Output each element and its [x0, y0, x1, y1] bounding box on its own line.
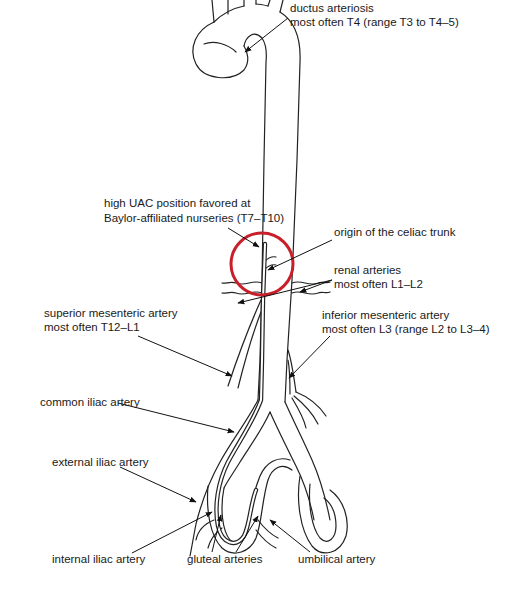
annotation-label: renal arteries — [334, 264, 401, 277]
leader-arrow — [138, 336, 232, 376]
leader-arrow — [228, 228, 259, 247]
catheter — [216, 244, 265, 543]
superior-mesenteric-artery — [238, 312, 261, 388]
annotation-label: high UAC position favored at — [104, 197, 250, 210]
leader-arrow — [132, 512, 212, 553]
common-iliac-artery — [224, 412, 270, 488]
annotation-label: most often L1–L2 — [334, 278, 423, 291]
leader-arrow — [270, 520, 310, 552]
renal-artery — [292, 292, 330, 294]
renal-artery — [222, 282, 262, 284]
aortic-root — [193, 22, 248, 78]
inferior-mesenteric-artery — [292, 392, 326, 428]
common-iliac-artery — [270, 412, 314, 520]
annotation-label: common iliac artery — [40, 396, 140, 409]
annotation-label: ductus arteriosis — [290, 2, 374, 15]
annotation-label: inferior mesenteric artery — [322, 309, 449, 322]
catheter — [216, 244, 265, 543]
arch-branch — [244, 0, 256, 6]
common-iliac-artery — [285, 402, 330, 520]
leader-arrow — [120, 467, 196, 502]
annotation-label: gluteal arteries — [187, 553, 262, 566]
annotation-label: most often L3 (range L2 to L3–4) — [322, 323, 490, 336]
aortic-root — [204, 42, 236, 52]
leader-arrow — [238, 280, 332, 303]
annotation-label: Baylor-affiliated nurseries (T7–T10) — [104, 212, 284, 225]
arch-branch — [212, 0, 228, 22]
umbilical-artery — [299, 476, 348, 553]
leader-arrow — [268, 240, 332, 270]
annotation-label: superior mesenteric artery — [44, 307, 178, 320]
annotation-label: umbilical artery — [298, 553, 375, 566]
annotation-label: internal iliac artery — [52, 553, 145, 566]
arch-branch — [268, 0, 283, 12]
leader-arrow — [245, 18, 288, 52]
leader-arrow — [236, 516, 258, 552]
leader-arrow — [300, 280, 332, 292]
annotation-label: external iliac artery — [52, 456, 149, 469]
superior-mesenteric-artery — [228, 300, 261, 386]
annotation-label: most often T12–L1 — [44, 321, 140, 334]
leader-arrow — [289, 336, 330, 378]
annotation-label: most often T4 (range T3 to T4–5) — [290, 16, 459, 29]
umbilical-artery — [309, 484, 336, 541]
annotation-label: origin of the celiac trunk — [334, 226, 455, 239]
highlight-circle — [231, 233, 293, 295]
leader-arrow — [212, 515, 221, 552]
